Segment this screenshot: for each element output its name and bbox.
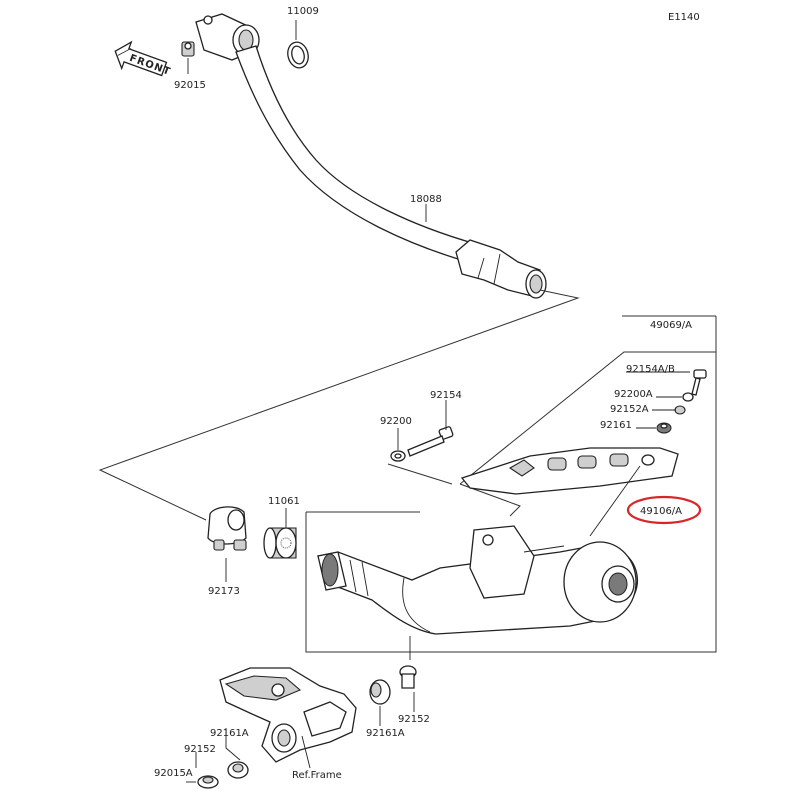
heat-guard <box>460 447 679 495</box>
highlight-ring <box>626 495 702 525</box>
label-92152-left: 92152 <box>184 744 216 755</box>
label-92161a-right: 92161A <box>366 728 405 739</box>
collar-92152-left <box>227 761 249 779</box>
nut-92015a <box>197 775 219 789</box>
label-92015: 92015 <box>174 80 206 91</box>
front-arrow-icon: FRONT <box>114 40 172 78</box>
label-92152a: 92152A <box>610 404 649 415</box>
label-92015a: 92015A <box>154 768 193 779</box>
collar-92152a <box>674 405 686 415</box>
washer-92200a <box>682 392 694 402</box>
grommet-92161 <box>656 422 672 434</box>
label-49106a: 49106/A <box>640 506 682 517</box>
label-92161a-left: 92161A <box>210 728 249 739</box>
muffler <box>317 525 638 635</box>
label-11061: 11061 <box>268 496 300 507</box>
gasket-11061 <box>263 527 297 559</box>
label-11009: 11009 <box>287 6 319 17</box>
diagram-code: E1140 <box>668 12 700 23</box>
label-92173: 92173 <box>208 586 240 597</box>
nut-92015 <box>181 41 195 57</box>
grommet-92161a <box>369 679 391 705</box>
collar-92152-right <box>399 665 417 689</box>
clamp <box>207 506 247 551</box>
label-92154ab: 92154A/B <box>626 364 675 375</box>
muffler-assembly-frame <box>440 316 717 653</box>
label-92154: 92154 <box>430 390 462 401</box>
label-92200: 92200 <box>380 416 412 427</box>
bolt-92154 <box>407 426 454 457</box>
washer-92200 <box>390 450 406 462</box>
guard-screw <box>691 369 707 396</box>
exhaust-pipe <box>235 45 547 299</box>
footpeg-bracket <box>219 667 357 763</box>
label-92200a: 92200A <box>614 389 653 400</box>
ref-frame-label: Ref.Frame <box>292 770 342 781</box>
label-92152-right: 92152 <box>398 714 430 725</box>
label-92161: 92161 <box>600 420 632 431</box>
label-49069a: 49069/A <box>650 320 692 331</box>
label-18088: 18088 <box>410 194 442 205</box>
